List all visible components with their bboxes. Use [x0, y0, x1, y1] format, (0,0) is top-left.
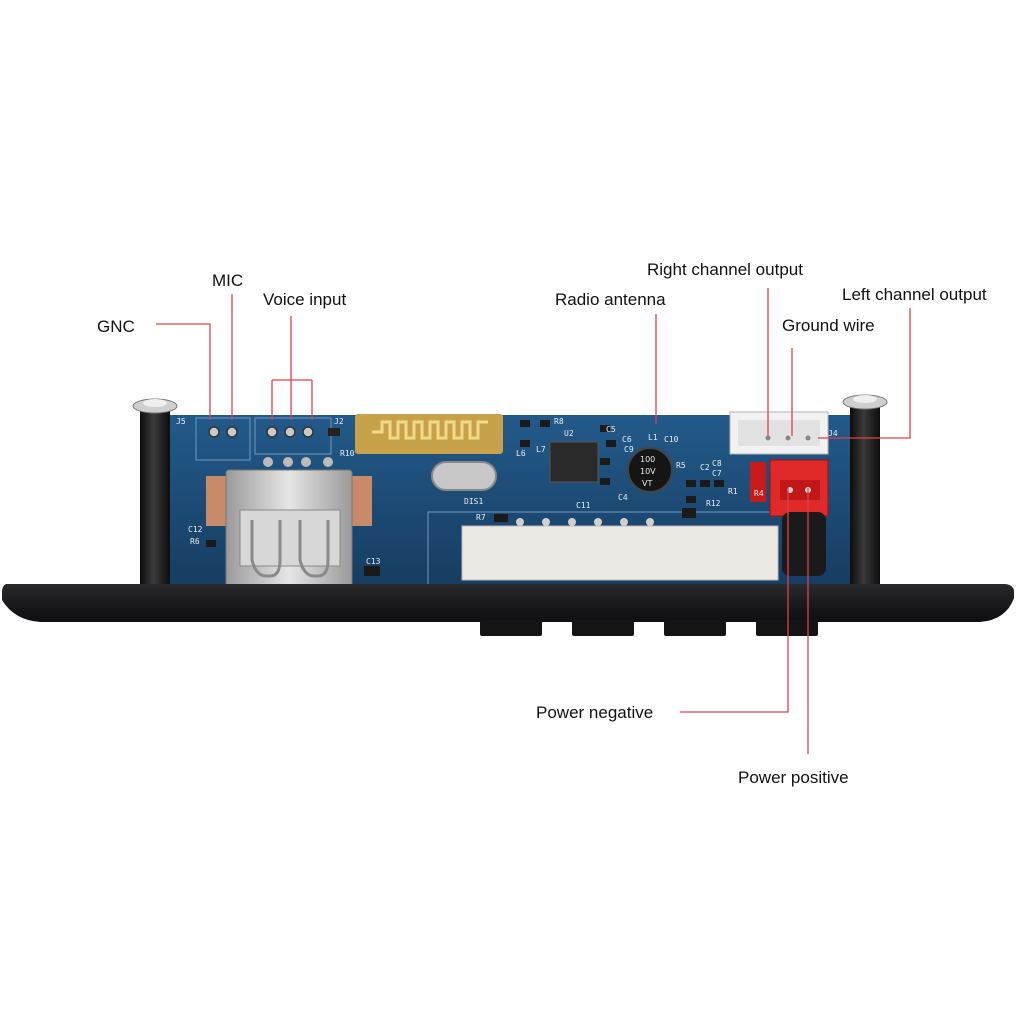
bluetooth-antenna [355, 414, 503, 454]
ir-receiver [782, 512, 826, 576]
marking-c9: C9 [624, 445, 634, 454]
marking-c10: C10 [664, 435, 679, 444]
cap-voltage-text: 10V [640, 467, 656, 476]
marking-dis1: DIS1 [464, 497, 483, 506]
marking-r4: R4 [754, 489, 764, 498]
output-connector-white [729, 411, 829, 455]
mic-pad-1 [208, 426, 220, 438]
display-pins [516, 518, 654, 526]
leader-lines [156, 288, 911, 754]
marking-r12: R12 [706, 499, 721, 508]
front-panel [2, 584, 1014, 622]
label-mic: MIC [212, 271, 244, 290]
marking-c11: C11 [576, 501, 591, 510]
marking-l7: L7 [536, 445, 546, 454]
marking-l1: L1 [648, 433, 658, 442]
marking-l6: L6 [516, 449, 526, 458]
cap-series-text: VT [642, 479, 652, 488]
marking-c5: C5 [606, 425, 616, 434]
marking-c6: C6 [622, 435, 632, 444]
label-ground-wire: Ground wire [782, 316, 875, 335]
marking-c12: C12 [188, 525, 203, 534]
leader-left-channel [818, 308, 911, 439]
voice-pad-3 [302, 426, 314, 438]
leader-power-negative [680, 488, 789, 713]
marking-c4: C4 [618, 493, 628, 502]
marking-r1: R1 [728, 487, 738, 496]
marking-r8: R8 [554, 417, 564, 426]
marking-c13: C13 [366, 557, 381, 566]
marking-c7: C7 [712, 469, 722, 478]
marking-c8: C8 [712, 459, 722, 468]
smd-part [328, 428, 340, 436]
label-power-positive: Power positive [738, 768, 849, 787]
mic-pad-2 [226, 426, 238, 438]
j5-outline [195, 417, 251, 461]
power-connector-red [769, 459, 829, 517]
leader-voice-input [271, 316, 313, 420]
main-ic [549, 441, 599, 483]
label-gnc: GNC [97, 317, 135, 336]
display-ribbon [461, 525, 779, 581]
crystal-oscillator [431, 461, 497, 491]
marking-j5: J5 [176, 417, 186, 426]
marking-r10: R10 [340, 449, 355, 458]
electrolytic-capacitor: 100 10V VT [627, 447, 673, 493]
marking-u2: U2 [564, 429, 574, 438]
label-right-channel-output: Right channel output [647, 260, 803, 279]
label-power-negative: Power negative [536, 703, 654, 722]
marking-j4: J4 [828, 429, 838, 438]
marking-r7: R7 [476, 513, 486, 522]
leader-gnc [156, 323, 211, 420]
panel-buttons [480, 620, 818, 636]
marking-r6: R6 [190, 537, 200, 546]
mounting-post-left [132, 398, 178, 594]
marking-r5: R5 [676, 461, 686, 470]
mounting-post-right [842, 394, 888, 594]
voice-pad-1 [266, 426, 278, 438]
marking-c2: C2 [700, 463, 710, 472]
label-radio-antenna: Radio antenna [555, 290, 666, 309]
voice-pad-2 [284, 426, 296, 438]
cap-value-text: 100 [640, 455, 655, 464]
label-voice-input: Voice input [263, 290, 347, 309]
label-left-channel-output: Left channel output [842, 285, 987, 304]
smd-components [206, 420, 724, 576]
red-led [750, 462, 766, 502]
marking-j2: J2 [334, 417, 344, 426]
usb-port [206, 457, 372, 591]
